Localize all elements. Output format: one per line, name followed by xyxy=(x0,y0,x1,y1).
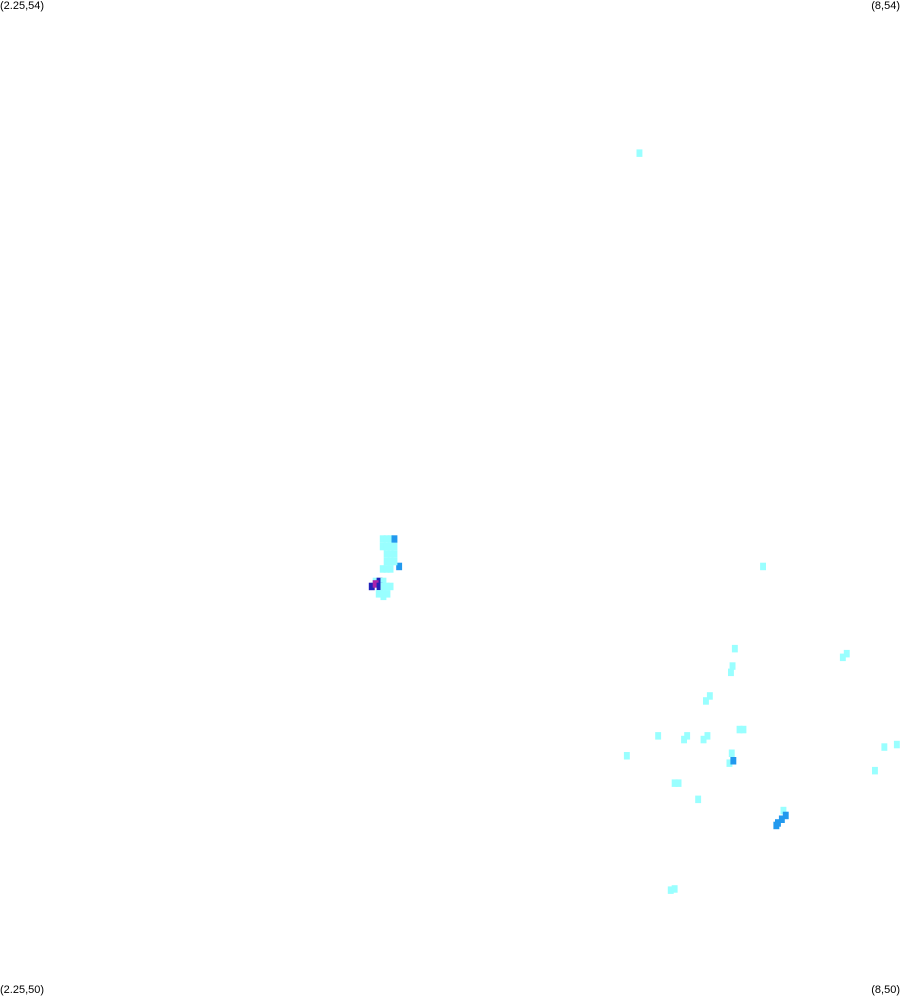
density-cell-low xyxy=(728,668,734,677)
density-cell-low xyxy=(383,582,390,591)
density-cell-high xyxy=(368,582,375,591)
density-cell-high xyxy=(376,582,383,591)
density-cell-low xyxy=(736,725,743,734)
density-cell-low xyxy=(387,535,394,543)
density-cell-low xyxy=(839,653,846,662)
density-cell-peak xyxy=(372,580,379,588)
density-cell-low xyxy=(843,649,850,658)
density-cell-low xyxy=(667,886,674,894)
density-cell-low xyxy=(383,565,390,573)
density-cell-mid xyxy=(773,821,780,830)
density-cell-mid xyxy=(778,815,785,823)
density-cell-low xyxy=(729,662,736,670)
density-cell-low xyxy=(704,732,711,740)
corner-label-bottom-left: (2.25,50) xyxy=(0,984,45,996)
density-cell-low xyxy=(383,550,390,558)
density-cell-low xyxy=(379,535,386,543)
density-cell-low xyxy=(391,557,398,566)
density-cell-low xyxy=(380,577,387,586)
density-cell-low xyxy=(706,692,713,700)
density-cell-low xyxy=(740,725,747,734)
density-cell-mid xyxy=(782,811,789,820)
density-cell-low xyxy=(671,885,678,893)
density-cell-high xyxy=(376,577,383,586)
density-cell-low xyxy=(384,590,391,598)
density-cell-low xyxy=(375,590,382,598)
density-cell-low xyxy=(391,550,398,558)
density-cell-low xyxy=(881,743,888,751)
density-cell-mid xyxy=(396,562,403,571)
density-cell-low xyxy=(636,149,643,157)
density-cell-low xyxy=(379,542,386,551)
density-cell-low xyxy=(380,592,387,601)
density-cell-low xyxy=(379,565,386,573)
density-cell-mid xyxy=(391,535,398,543)
density-cell-low xyxy=(684,732,691,740)
density-cell-low xyxy=(872,766,878,775)
density-cell-low xyxy=(695,795,702,804)
density-cell-low xyxy=(387,557,394,566)
density-cell-low xyxy=(383,542,390,551)
density-cell-low xyxy=(380,582,387,591)
density-cell-low xyxy=(383,535,390,543)
density-cell-low xyxy=(780,806,787,815)
density-cell-low xyxy=(387,550,394,558)
density-cell-low xyxy=(387,542,394,551)
corner-label-top-left: (2.25,54) xyxy=(0,0,45,12)
density-cell-low xyxy=(391,542,398,551)
density-cell-mid xyxy=(730,757,737,765)
density-cell-low xyxy=(383,557,390,566)
density-cell-low xyxy=(387,582,394,591)
density-cell-low xyxy=(726,759,733,767)
density-cell-low xyxy=(700,735,707,744)
density-cell-low xyxy=(760,562,766,571)
density-cell-low xyxy=(703,697,709,705)
density-cell-low xyxy=(623,752,630,760)
density-cell-low xyxy=(655,732,662,740)
corner-label-top-right: (8,54) xyxy=(871,0,900,12)
density-cell-low xyxy=(731,644,738,653)
density-cell-low xyxy=(681,735,687,744)
density-cell-low xyxy=(893,740,900,749)
corner-label-bottom-right: (8,50) xyxy=(871,984,900,996)
density-cell-low xyxy=(728,749,735,757)
density-cell-low xyxy=(671,779,678,787)
density-cell-low xyxy=(675,779,682,787)
density-cells xyxy=(368,149,900,894)
density-cell-low xyxy=(387,565,394,573)
